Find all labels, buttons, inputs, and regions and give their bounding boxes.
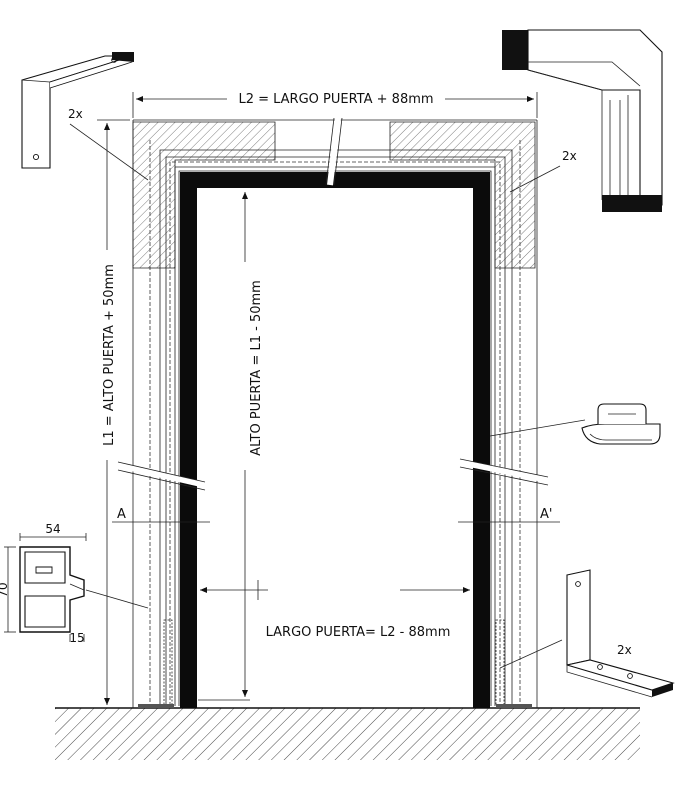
profile-width-label: 54: [45, 522, 60, 536]
section-label-right: A': [540, 507, 552, 522]
quantity-label-top-left: 2x: [68, 107, 83, 121]
height-formula-label: L1 = ALTO PUERTA + 50mm: [102, 264, 117, 446]
section-label-left: A: [117, 507, 126, 522]
profile-lip-label: 15: [69, 631, 84, 645]
break-marks: [117, 117, 549, 491]
floor: [55, 707, 640, 760]
section-line: A A': [112, 507, 560, 523]
dimension-l1: L1 = ALTO PUERTA + 50mm: [97, 119, 130, 705]
frame-profile: [159, 149, 513, 706]
dimension-inner-height: ALTO PUERTA = L1 - 50mm: [198, 192, 264, 701]
floor-bracket-part-bottom-right: 2x: [499, 569, 675, 698]
inner-width-label: LARGO PUERTA= L2 - 88mm: [266, 625, 451, 640]
frame-profile-section: 54 70 15: [0, 522, 149, 645]
inner-height-label: ALTO PUERTA = L1 - 50mm: [249, 280, 264, 456]
width-formula-label: L2 = LARGO PUERTA + 88mm: [238, 92, 433, 107]
corner-bracket-part-top-left: 2x: [21, 52, 149, 181]
gasket-profile-part: [489, 403, 661, 445]
bottom-fixings: [138, 619, 532, 708]
corner-frame-part-top-right: 2x: [502, 29, 663, 212]
profile-height-label: 70: [0, 582, 10, 597]
quantity-label-top-right: 2x: [562, 149, 577, 163]
corner-block-left: [132, 121, 276, 269]
dimension-l2: L2 = LARGO PUERTA + 88mm: [132, 92, 538, 118]
corner-block-right: [389, 121, 536, 269]
dimension-inner-width: LARGO PUERTA= L2 - 88mm: [200, 580, 470, 640]
quantity-label-bottom-right: 2x: [617, 643, 632, 657]
